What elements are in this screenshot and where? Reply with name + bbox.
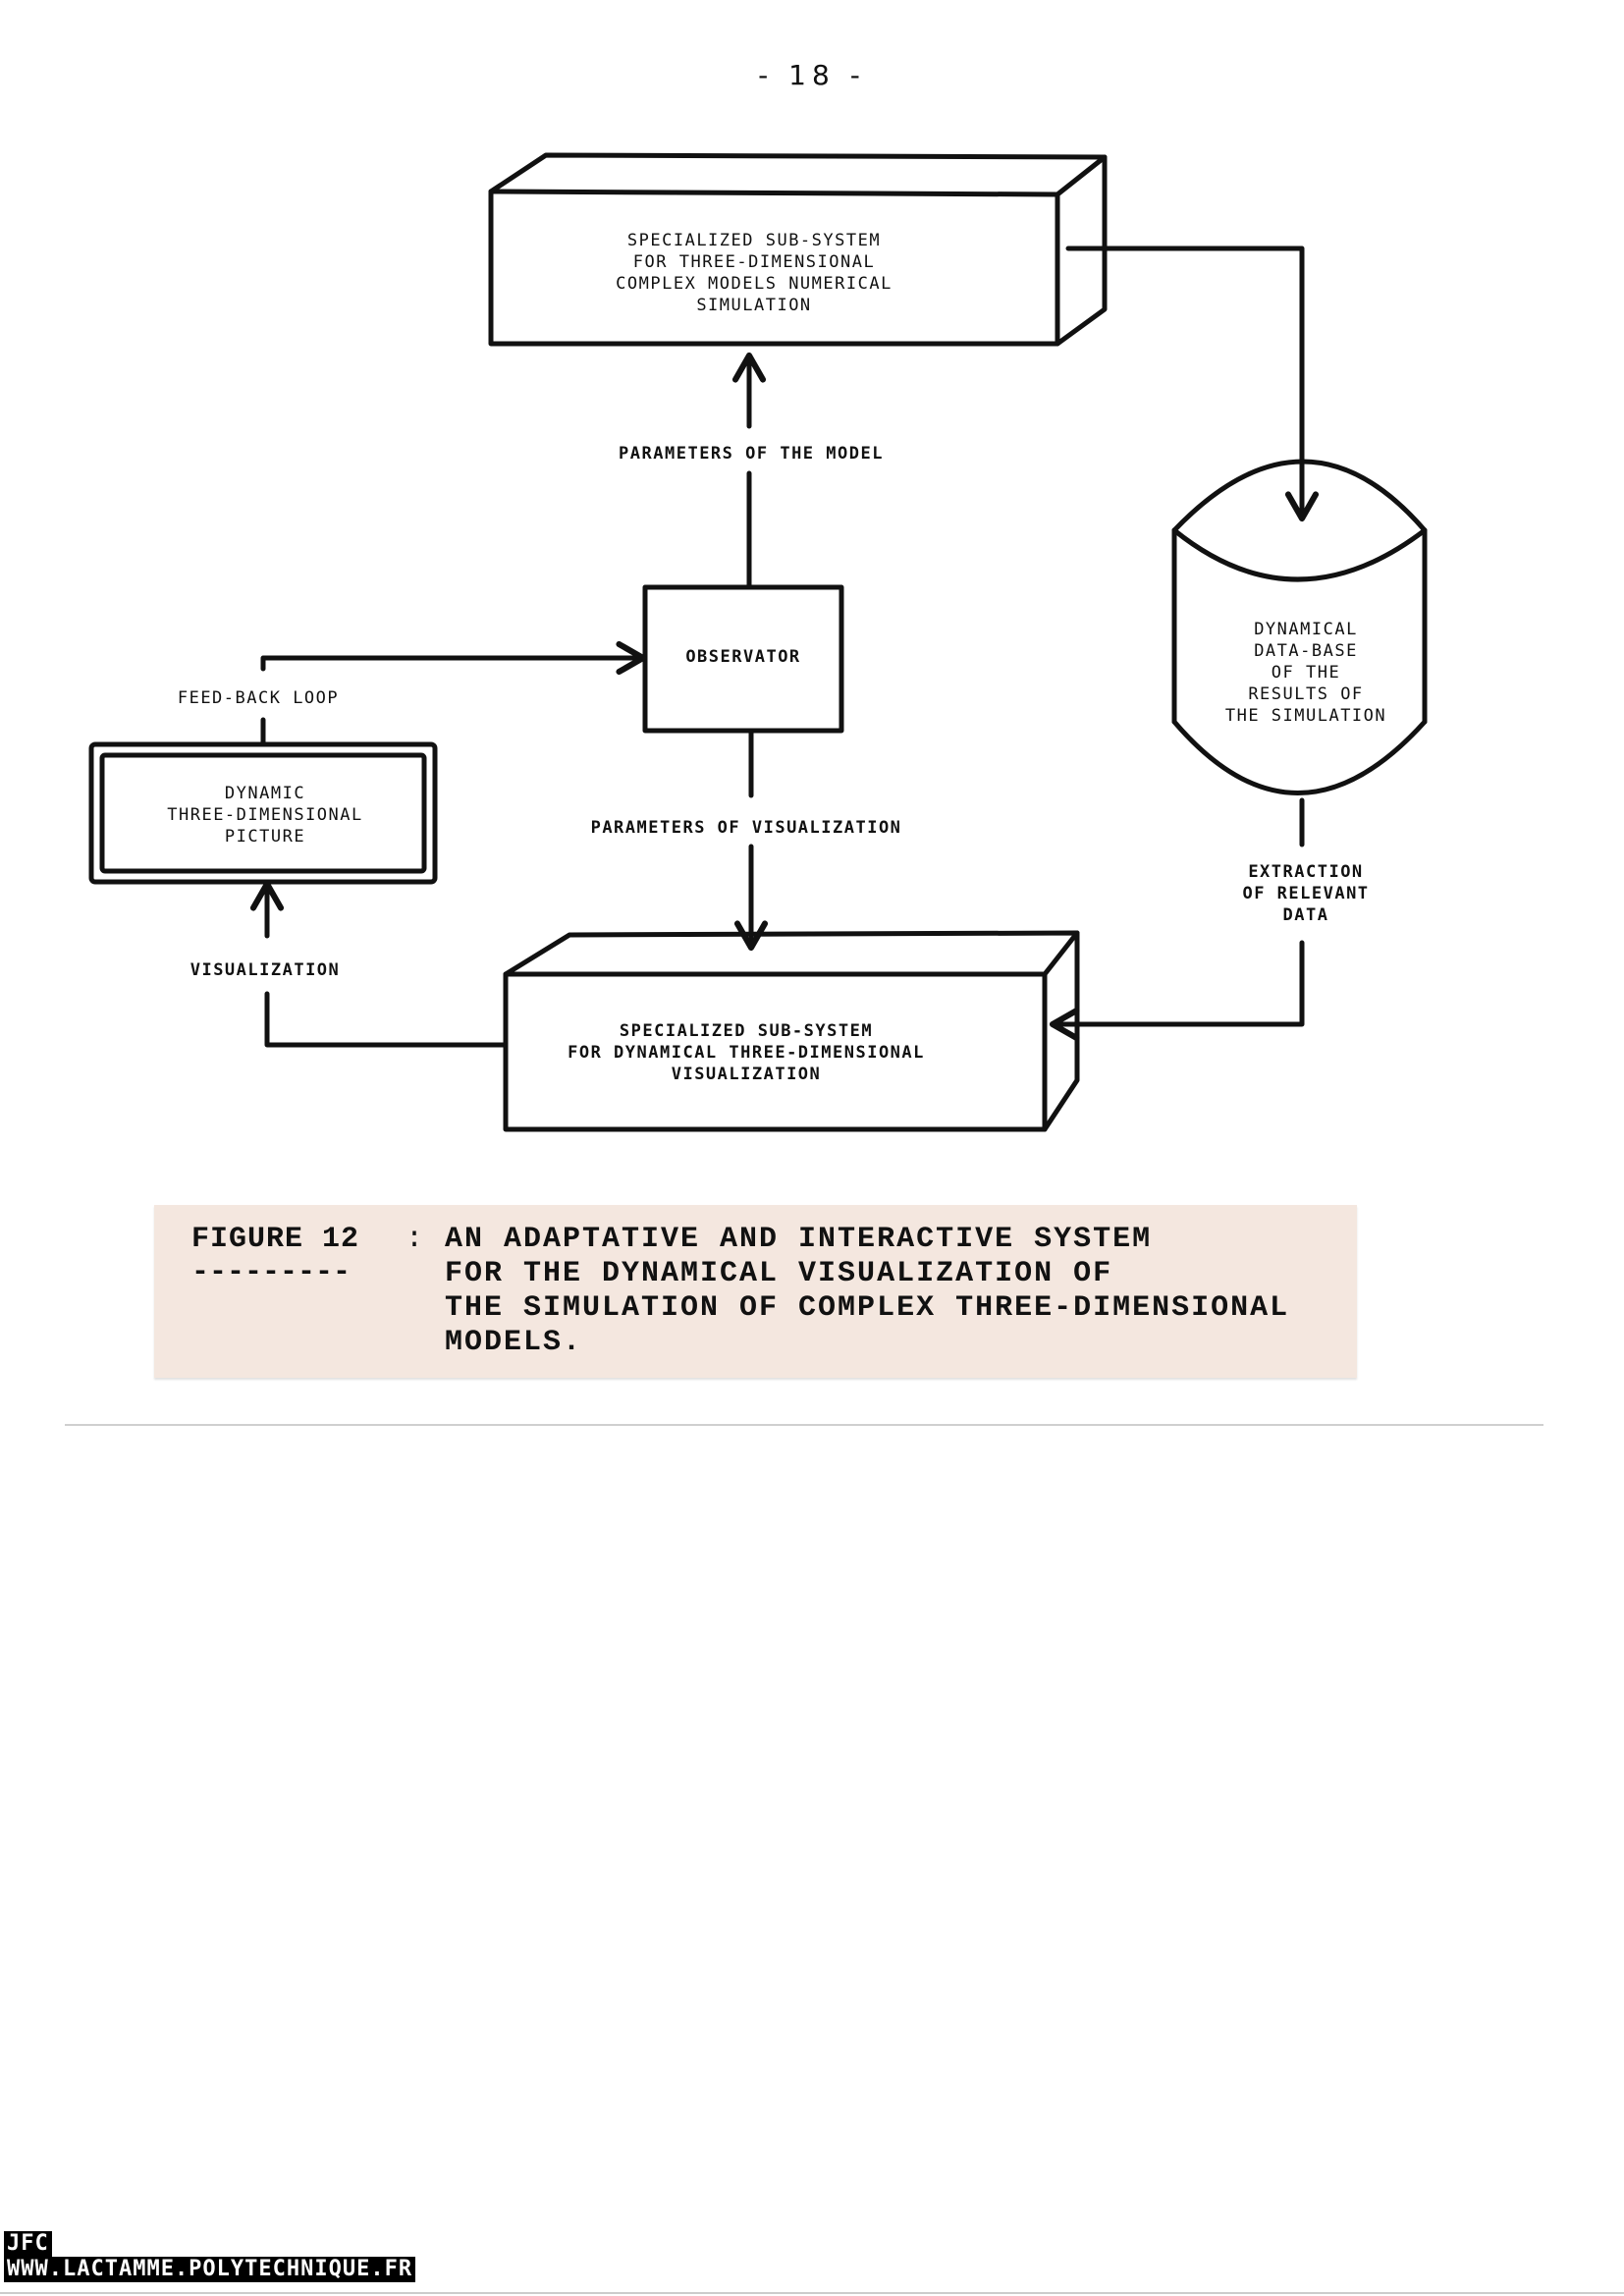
caption-line: FOR THE DYNAMICAL VISUALIZATION OF [445, 1257, 1113, 1290]
figure-label-underline: --------- [191, 1256, 352, 1289]
visualization-box-line: VISUALIZATION [672, 1065, 822, 1084]
caption-line: THE SIMULATION OF COMPLEX THREE-DIMENSIO… [445, 1291, 1290, 1325]
picture-box: DYNAMIC THREE-DIMENSIONAL PICTURE [88, 741, 438, 885]
extraction-label-line: OF RELEVANT [1242, 884, 1369, 903]
simulation-box-line: COMPLEX MODELS NUMERICAL [616, 274, 893, 294]
bottom-edge [0, 2292, 1624, 2294]
simulation-subsystem-box: SPECIALIZED SUB-SYSTEM FOR THREE-DIMENSI… [488, 152, 1108, 347]
horizontal-divider [65, 1424, 1543, 1426]
extraction-label-line: EXTRACTION [1248, 862, 1363, 882]
database-line: DYNAMICAL [1254, 620, 1358, 639]
arrow-feedback-to-observator [260, 640, 647, 676]
database-line: DATA-BASE [1254, 641, 1358, 661]
simulation-box-line: FOR THREE-DIMENSIONAL [633, 252, 875, 272]
caption-text: AN ADAPTATIVE AND INTERACTIVE SYSTEM FOR… [445, 1223, 1289, 1360]
page-number: - 18 - [758, 59, 866, 91]
figure-caption: FIGURE 12 --------- : AN ADAPTATIVE AND … [154, 1205, 1357, 1378]
visualization-box-line: FOR DYNAMICAL THREE-DIMENSIONAL [568, 1043, 925, 1063]
simulation-box-line: SIMULATION [696, 296, 811, 315]
watermark-initials: JFC [4, 2231, 52, 2257]
watermark-url: WWW.LACTAMME.POLYTECHNIQUE.FR [4, 2257, 416, 2282]
observator-label: OBSERVATOR [685, 647, 800, 667]
observator-box: OBSERVATOR [642, 584, 844, 734]
visualization-box-line: SPECIALIZED SUB-SYSTEM [620, 1021, 873, 1041]
feedback-label: FEED-BACK LOOP [178, 688, 339, 708]
flow-diagram: SPECIALIZED SUB-SYSTEM FOR THREE-DIMENSI… [88, 152, 1428, 1132]
parameters-visualization-label: PARAMETERS OF VISUALIZATION [591, 818, 902, 838]
caption-line: AN ADAPTATIVE AND INTERACTIVE SYSTEM [445, 1223, 1153, 1256]
simulation-box-line: SPECIALIZED SUB-SYSTEM [627, 231, 881, 250]
database-line: OF THE [1272, 663, 1340, 683]
visualization-subsystem-box: SPECIALIZED SUB-SYSTEM FOR DYNAMICAL THR… [503, 930, 1080, 1132]
database-line: THE SIMULATION [1225, 706, 1386, 726]
watermark: JFC WWW.LACTAMME.POLYTECHNIQUE.FR [4, 2231, 416, 2282]
caption-line: MODELS. [445, 1326, 583, 1359]
picture-box-line: DYNAMIC [225, 784, 305, 803]
figure-label: FIGURE 12 [191, 1223, 360, 1256]
picture-box-line: PICTURE [225, 827, 305, 847]
parameters-model-label: PARAMETERS OF THE MODEL [619, 444, 884, 464]
line-visualization-box-to-label [264, 991, 509, 1048]
database-line: RESULTS OF [1248, 684, 1363, 704]
extraction-label-line: DATA [1283, 905, 1329, 925]
database-cylinder: DYNAMICAL DATA-BASE OF THE RESULTS OF TH… [1171, 459, 1428, 795]
picture-box-line: THREE-DIMENSIONAL [167, 805, 363, 825]
caption-separator: : [406, 1223, 424, 1256]
arrow-extraction-to-visualization [1049, 940, 1305, 1042]
visualization-edge-label: VISUALIZATION [190, 960, 341, 980]
arrow-simulation-to-database [1065, 246, 1320, 522]
